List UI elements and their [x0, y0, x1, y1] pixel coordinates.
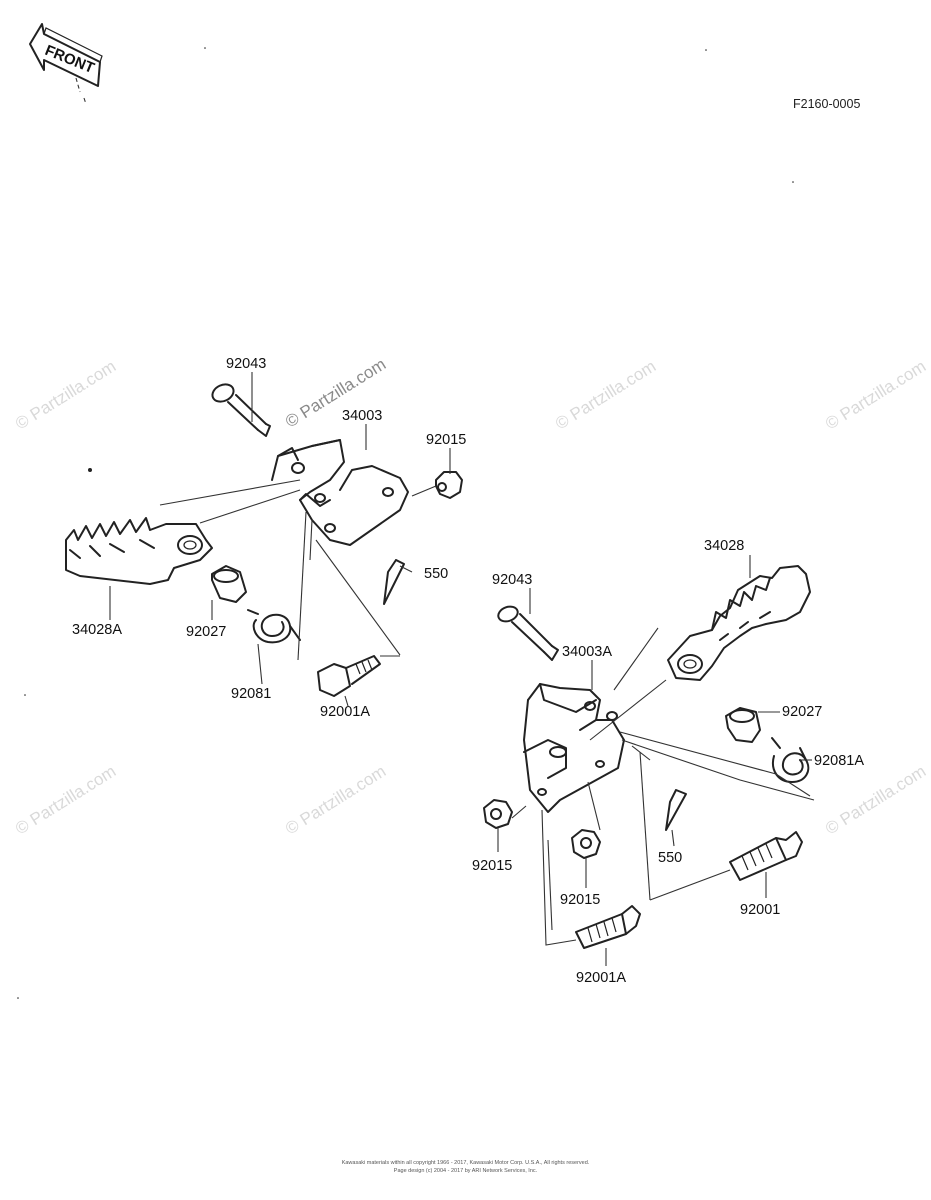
part-label-92001A-right: 92001A: [576, 970, 626, 986]
part-label-92001A-left: 92001A: [320, 704, 370, 720]
part-label-92081A: 92081A: [814, 753, 864, 769]
callout-lines: [109, 372, 812, 966]
part-label-34028A: 34028A: [72, 622, 122, 638]
part-label-92043-left: 92043: [226, 356, 266, 372]
bolt-left: [317, 655, 381, 697]
front-arrow-icon: FRONT: [29, 23, 103, 105]
watermark: © Partzilla.com: [822, 357, 929, 434]
part-label-550-left: 550: [424, 566, 448, 582]
figure-code: F2160-0005: [793, 97, 860, 111]
clevis-pin-left: [211, 383, 271, 437]
scan-specks: [17, 47, 794, 999]
part-label-92001: 92001: [740, 902, 780, 918]
bolt-right-upper: [729, 831, 803, 881]
watermark-layer: © Partzilla.com © Partzilla.com © Partzi…: [12, 355, 929, 839]
watermark: © Partzilla.com: [822, 762, 929, 839]
bracket-right: [523, 683, 625, 813]
part-label-34003: 34003: [342, 408, 382, 424]
part-label-34003A: 34003A: [562, 644, 612, 660]
watermark: © Partzilla.com: [552, 357, 659, 434]
part-label-92015-left: 92015: [426, 432, 466, 448]
part-label-92015-right-2: 92015: [560, 892, 600, 908]
watermark: © Partzilla.com: [282, 762, 389, 839]
part-label-92027-left: 92027: [186, 624, 226, 640]
right-assembly: [483, 565, 815, 949]
part-label-92027-right: 92027: [782, 704, 822, 720]
bracket-left: [271, 439, 409, 546]
watermark: © Partzilla.com: [12, 357, 119, 434]
collar-right: [725, 707, 761, 743]
nut-left: [435, 471, 463, 499]
cotter-pin-right: [665, 789, 687, 831]
part-label-92081: 92081: [231, 686, 271, 702]
nut-right-1: [483, 799, 513, 829]
watermark: © Partzilla.com: [12, 762, 119, 839]
copyright-line-2: Page design (c) 2004 - 2017 by ARI Netwo…: [393, 1168, 538, 1174]
footpeg-right: [667, 565, 811, 681]
part-label-92043-right: 92043: [492, 572, 532, 588]
bolt-right-lower: [575, 905, 641, 949]
part-label-34028: 34028: [704, 538, 744, 554]
footpeg-left: [65, 517, 213, 585]
part-labels: 92043 34003 92015 34028A 92027 550 92081…: [72, 356, 864, 986]
clevis-pin-right: [497, 605, 559, 661]
left-assembly: [65, 383, 463, 697]
cotter-pin-left: [383, 559, 405, 605]
spring-left: [247, 609, 301, 644]
part-label-92015-right-1: 92015: [472, 858, 512, 874]
copyright-line-1: Kawasaki materials within all copyright …: [341, 1160, 590, 1166]
nut-right-2: [571, 829, 601, 859]
collar-left: [211, 565, 247, 603]
part-label-550-right: 550: [658, 850, 682, 866]
